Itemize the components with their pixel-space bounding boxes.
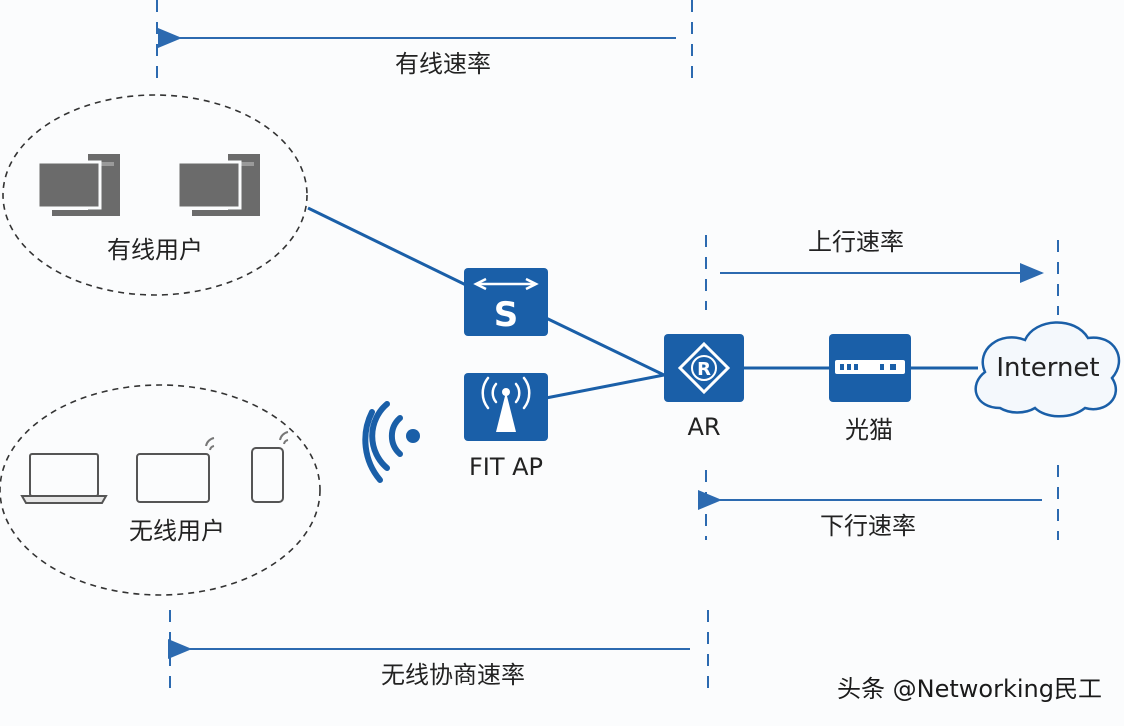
wired-users-group — [2, 94, 308, 296]
links — [307, 206, 978, 400]
cloud-icon — [974, 321, 1121, 418]
link-switch-ar — [545, 316, 665, 377]
dashed-guides — [156, 0, 1059, 690]
internet-label: Internet — [996, 353, 1100, 383]
wired-rate-label: 有线速率 — [395, 50, 491, 78]
wireless-ap-icon — [464, 373, 548, 441]
ar-label: AR — [687, 413, 721, 441]
fit-ap-label: FIT AP — [468, 453, 544, 481]
link-wired-switch — [307, 206, 467, 287]
wifi-signal-icon — [362, 401, 420, 483]
router-glyph: R — [697, 359, 711, 380]
wireless-users-group — [0, 384, 321, 596]
optical-modem-icon — [829, 334, 911, 402]
wireless-users-label: 无线用户 — [129, 517, 225, 545]
smartphone-icon — [251, 431, 289, 503]
router-icon: R — [664, 334, 744, 402]
downstream-rate-label: 下行速率 — [820, 512, 916, 540]
switch-glyph: S — [494, 295, 519, 335]
link-ap-ar — [545, 373, 665, 400]
rate-arrows — [158, 28, 1044, 659]
modem-label: 光猫 — [845, 416, 893, 444]
desktop-pc-icon — [36, 154, 120, 216]
wireless-negotiated-rate-label: 无线协商速率 — [381, 661, 525, 689]
tablet-icon — [136, 437, 215, 503]
desktop-pc-icon — [176, 154, 260, 216]
switch-icon: S — [464, 268, 548, 336]
wired-users-label: 有线用户 — [107, 236, 203, 264]
watermark: 头条 @Networking民工 — [837, 675, 1102, 703]
laptop-icon — [20, 453, 108, 504]
upstream-rate-label: 上行速率 — [808, 228, 904, 256]
